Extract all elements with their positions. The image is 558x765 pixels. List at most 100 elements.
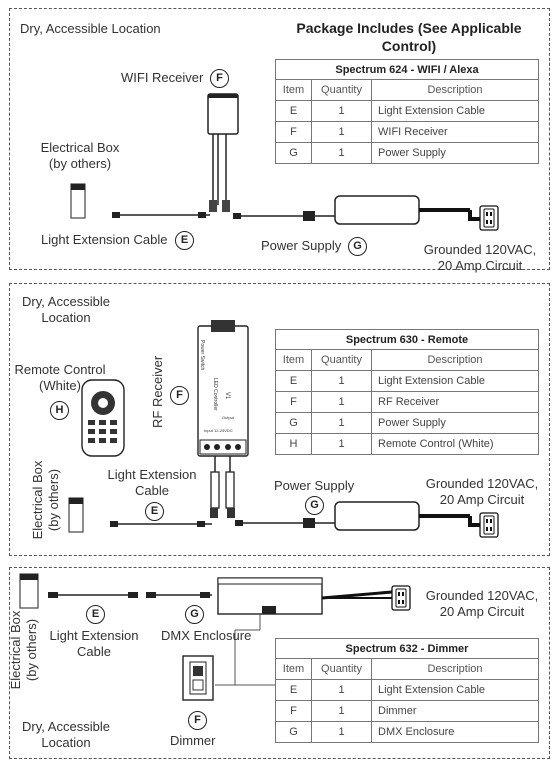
- cell-item: G: [275, 142, 312, 164]
- cell-item: F: [275, 121, 312, 143]
- marker-e: E: [175, 231, 194, 250]
- location-label: Dry, Accessible Location: [22, 719, 110, 750]
- cell-description: Light Extension Cable: [371, 100, 539, 122]
- panel-dimmer: [9, 567, 550, 759]
- outlet-icon: [391, 585, 411, 611]
- outlet-icon: [479, 205, 499, 231]
- marker-f: F: [170, 386, 189, 405]
- cell-quantity: 1: [311, 370, 372, 392]
- power-supply-device: [233, 195, 480, 225]
- marker-g: G: [185, 605, 204, 624]
- cell-description: Dimmer: [371, 700, 539, 722]
- rf-receiver-label: RF Receiver: [150, 355, 165, 428]
- table-caption: Spectrum 630 - Remote: [275, 329, 539, 350]
- col-header-description: Description: [371, 658, 539, 680]
- cell-quantity: 1: [311, 412, 372, 434]
- package-table-632: Spectrum 632 - Dimmer Item Quantity Desc…: [275, 638, 539, 743]
- outlet-label: Grounded 120VAC, 20 Amp Circuit: [425, 476, 539, 507]
- marker-h: H: [50, 401, 69, 420]
- cell-item: E: [275, 100, 312, 122]
- marker-e: E: [145, 502, 164, 521]
- col-header-item: Item: [275, 79, 312, 101]
- device-led-controller-text: LED Controller: [212, 378, 218, 411]
- cell-description: RF Receiver: [371, 391, 539, 413]
- package-table-630: Spectrum 630 - Remote Item Quantity Desc…: [275, 329, 539, 455]
- light-extension-cable-label: Light Extension Cable: [107, 467, 197, 498]
- cell-quantity: 1: [311, 700, 372, 722]
- cell-item: G: [275, 412, 312, 434]
- cell-description: Power Supply: [371, 142, 539, 164]
- wifi-receiver-device: [207, 93, 239, 212]
- cell-description: Remote Control (White): [371, 433, 539, 455]
- cell-quantity: 1: [311, 679, 372, 701]
- outlet-icon: [479, 512, 499, 538]
- cell-description: WIFI Receiver: [371, 121, 539, 143]
- electrical-box-label: Electrical Box (by others): [40, 140, 120, 171]
- table-caption: Spectrum 624 - WIFI / Alexa: [275, 59, 539, 80]
- device-v1-text: V1: [224, 392, 230, 400]
- cell-description: Light Extension Cable: [371, 370, 539, 392]
- light-extension-cable: [48, 592, 212, 598]
- marker-f: F: [188, 711, 207, 730]
- panel-remote: [9, 283, 550, 556]
- electrical-box-icon: [68, 497, 84, 533]
- cell-quantity: 1: [311, 391, 372, 413]
- dmx-enclosure-label: DMX Enclosure: [161, 628, 252, 643]
- location-label: Dry, Accessible Location: [22, 294, 110, 325]
- col-header-description: Description: [371, 349, 539, 371]
- cell-quantity: 1: [311, 100, 372, 122]
- electrical-box-label: Electrical Box (by others): [8, 610, 39, 690]
- col-header-quantity: Quantity: [311, 349, 372, 371]
- power-supply-label: Power Supply: [274, 478, 355, 493]
- package-includes-title: Package Includes (See Applicable Control…: [296, 20, 522, 54]
- wifi-receiver-label: WIFI Receiver: [121, 70, 204, 85]
- device-output-text: Output: [222, 415, 235, 420]
- dimmer-label: Dimmer: [170, 733, 216, 748]
- dmx-enclosure-device: [215, 577, 393, 686]
- location-label: Dry, Accessible Location: [20, 21, 161, 36]
- electrical-box-icon: [19, 573, 39, 609]
- device-power-switch-text: Power Switch: [199, 340, 205, 371]
- panel-wifi: [9, 8, 550, 270]
- cell-item: E: [275, 370, 312, 392]
- cell-quantity: 1: [311, 121, 372, 143]
- remote-control-label: Remote Control (White): [14, 362, 106, 393]
- cell-description: Light Extension Cable: [371, 679, 539, 701]
- outlet-label: Grounded 120VAC, 20 Amp Circuit: [423, 242, 537, 273]
- rf-receiver-device: [197, 320, 249, 518]
- device-input-text: Input 12-24VDC: [204, 428, 233, 433]
- marker-g: G: [305, 496, 324, 515]
- cell-quantity: 1: [311, 142, 372, 164]
- light-extension-cable: [110, 521, 212, 527]
- power-supply-device: [235, 501, 480, 531]
- cell-item: G: [275, 721, 312, 743]
- cell-quantity: 1: [311, 433, 372, 455]
- cell-description: DMX Enclosure: [371, 721, 539, 743]
- cell-item: H: [275, 433, 312, 455]
- electrical-box-icon: [70, 183, 86, 219]
- table-caption: Spectrum 632 - Dimmer: [275, 638, 539, 659]
- col-header-item: Item: [275, 349, 312, 371]
- cell-quantity: 1: [311, 721, 372, 743]
- dimmer-device: [182, 655, 214, 701]
- col-header-quantity: Quantity: [311, 79, 372, 101]
- col-header-description: Description: [371, 79, 539, 101]
- cell-item: E: [275, 679, 312, 701]
- marker-f: F: [210, 69, 229, 88]
- marker-g: G: [348, 237, 367, 256]
- marker-e: E: [86, 605, 105, 624]
- cell-item: F: [275, 700, 312, 722]
- outlet-label: Grounded 120VAC, 20 Amp Circuit: [425, 588, 539, 619]
- electrical-box-label: Electrical Box (by others): [30, 460, 61, 540]
- light-extension-cable-label: Light Extension Cable: [41, 232, 168, 247]
- light-extension-cable-label: Light Extension Cable: [49, 628, 139, 659]
